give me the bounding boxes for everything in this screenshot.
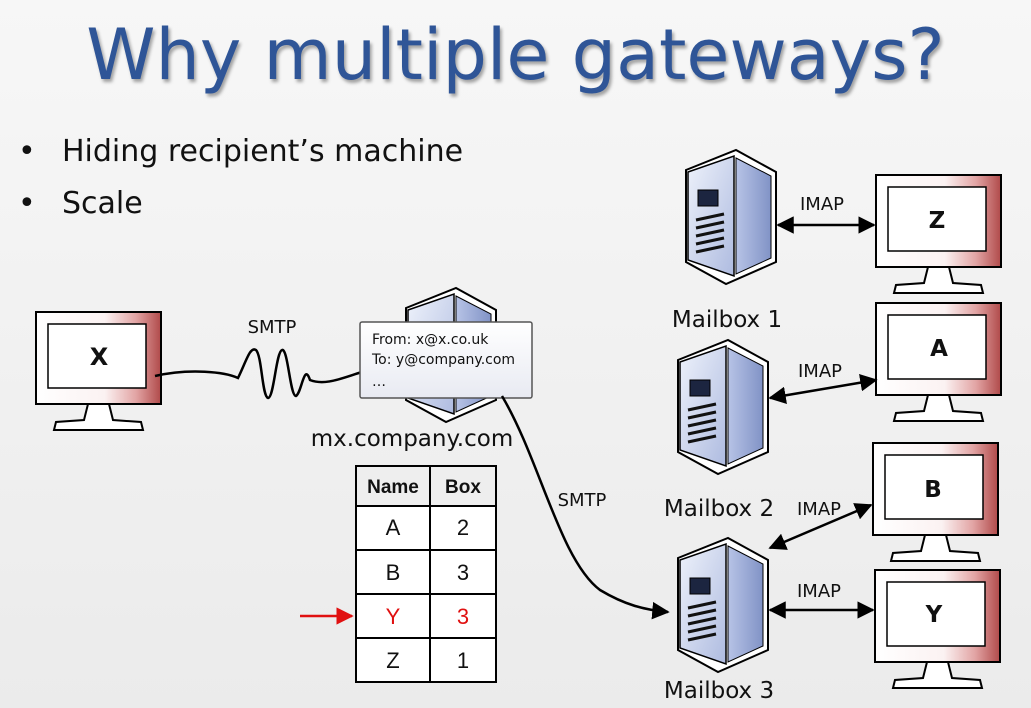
recipient-b-label: B [924, 477, 942, 503]
recipient-y-label: Y [925, 602, 943, 628]
table-cell-box: 3 [457, 560, 469, 585]
table-cell-name: A [386, 515, 401, 540]
table-cell-name: B [386, 560, 401, 585]
mailbox-server-1: Mailbox 1 [672, 148, 782, 333]
smtp-link-out [500, 395, 670, 620]
bullet-text: Hiding recipient’s machine [62, 134, 464, 169]
table-cell-name-highlight: Y [386, 604, 401, 629]
server-icon [676, 338, 770, 476]
table-cell-box: 1 [457, 648, 469, 673]
smtp-in-label: SMTP [248, 317, 297, 338]
routing-table: Name Box A 2 B 3 Y 3 Z 1 [355, 465, 497, 683]
imap-3-label: IMAP [797, 499, 841, 520]
imap-link-2 [768, 374, 878, 404]
table-cell-box-highlight: 3 [457, 604, 469, 629]
recipient-computer-b: B [872, 442, 999, 562]
envelope-to: To: y@company.com [371, 352, 515, 368]
table-header-name: Name [367, 477, 419, 498]
server-icon [676, 536, 770, 674]
monitor-icon [875, 302, 1002, 422]
mailbox-server-3: Mailbox 3 [664, 536, 774, 704]
imap-4-label: IMAP [797, 581, 841, 602]
bullet-dot: • [18, 134, 36, 169]
table-cell-name: Z [386, 648, 399, 673]
imap-2-label: IMAP [798, 361, 842, 382]
bullet-dot: • [18, 186, 36, 221]
smtp-link-in [154, 348, 363, 400]
bullet-item: • Hiding recipient’s machine [18, 134, 463, 169]
recipient-computer-y: Y [874, 569, 1001, 689]
mailbox-server-2: Mailbox 2 [664, 338, 774, 522]
envelope-more: … [372, 374, 386, 390]
bullet-text: Scale [62, 186, 143, 221]
table-cell-box: 2 [457, 515, 469, 540]
monitor-icon [874, 569, 1001, 689]
sender-computer: X [35, 311, 162, 431]
table-header-box: Box [445, 477, 481, 498]
mx-server-label: mx.company.com [311, 426, 514, 452]
recipient-computer-z: Z [875, 174, 1002, 294]
mailbox-3-label: Mailbox 3 [664, 678, 774, 704]
smtp-out-label: SMTP [558, 490, 607, 511]
server-icon [684, 148, 778, 286]
monitor-icon [875, 174, 1002, 294]
recipient-computer-a: A [875, 302, 1002, 422]
envelope-from: From: x@x.co.uk [372, 332, 489, 348]
recipient-z-label: Z [929, 208, 946, 234]
imap-1-label: IMAP [800, 194, 844, 215]
sender-label: X [90, 343, 109, 371]
mailbox-1-label: Mailbox 1 [672, 307, 782, 333]
message-envelope: From: x@x.co.uk To: y@company.com … [359, 321, 533, 399]
bullet-item: • Scale [18, 186, 143, 221]
mailbox-2-label: Mailbox 2 [664, 496, 774, 522]
monitor-icon [35, 311, 162, 431]
imap-link-3 [768, 503, 873, 550]
slide-title: Why multiple gateways? [86, 14, 945, 96]
recipient-a-label: A [930, 336, 948, 362]
